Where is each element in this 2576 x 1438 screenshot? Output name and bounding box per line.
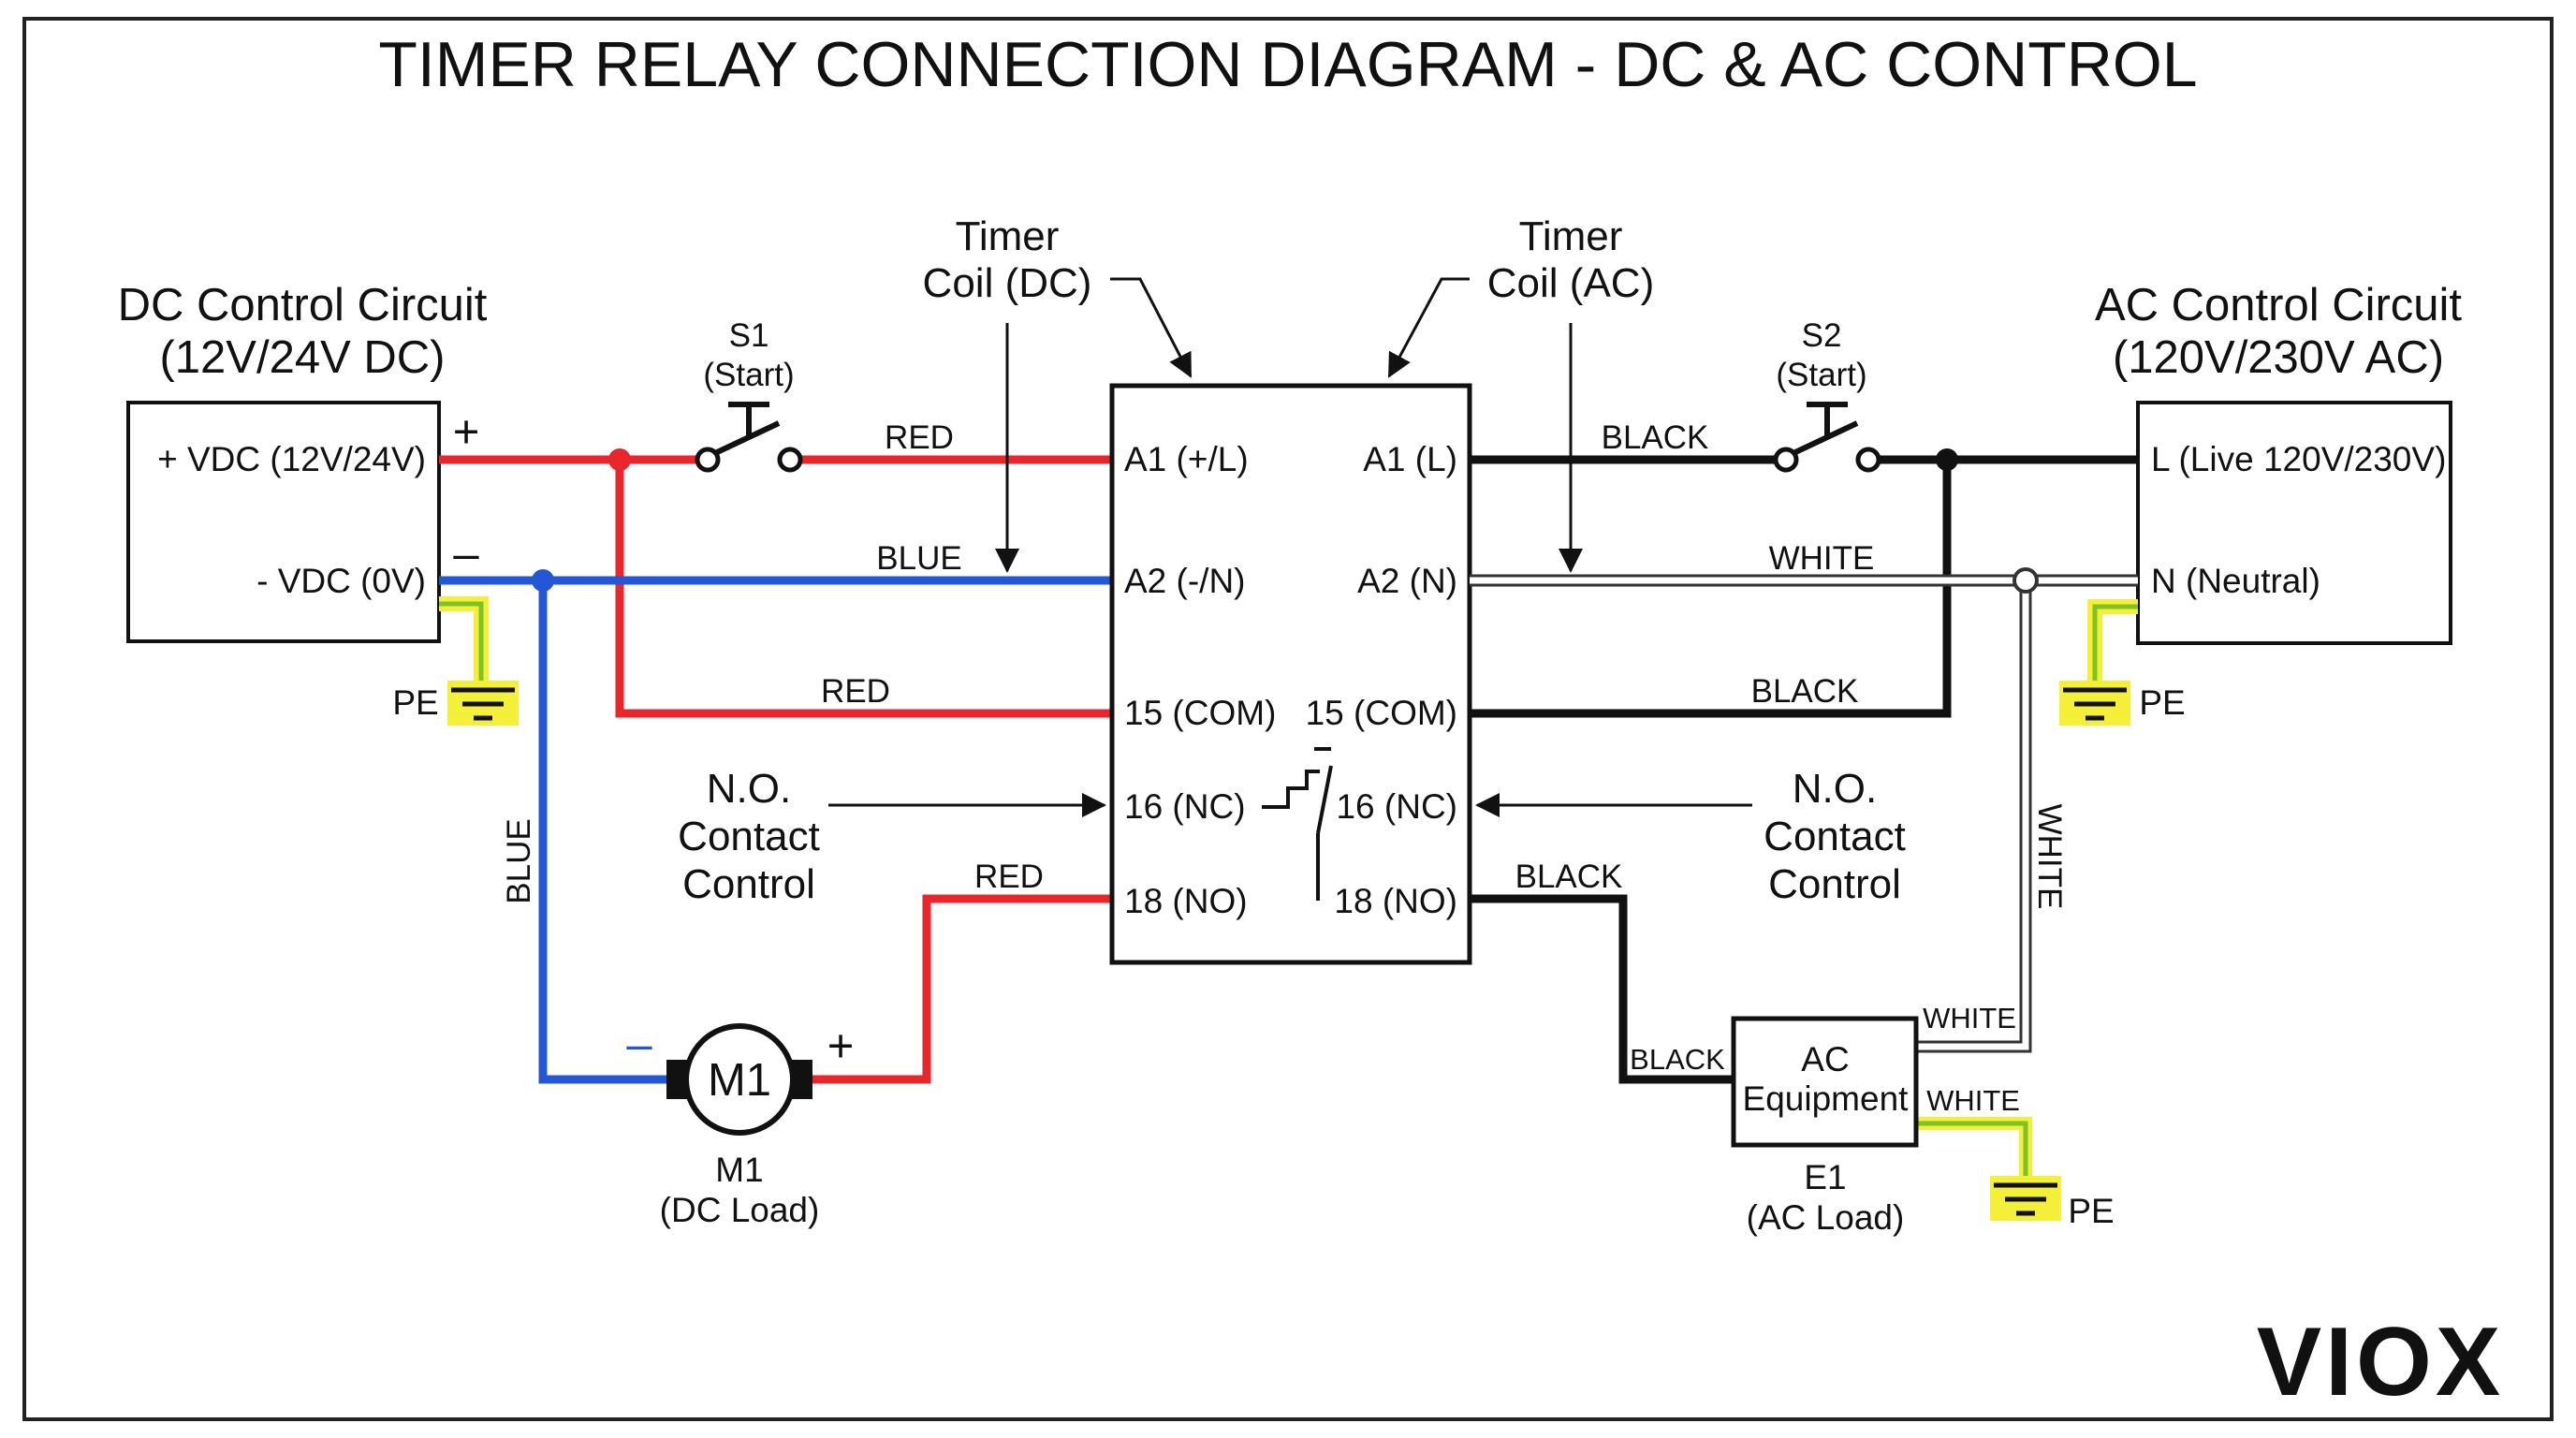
relay-left-18: 18 (NO) bbox=[1124, 882, 1248, 920]
motor-name: M1 bbox=[715, 1151, 763, 1189]
ac-black-label-com: BLACK bbox=[1751, 673, 1859, 710]
ac-load-box bbox=[1731, 1016, 1919, 1148]
ac-black-label-load: BLACK bbox=[1630, 1043, 1725, 1076]
no-left-callout-line3: Control bbox=[682, 861, 815, 907]
ac-load-box-line1: AC bbox=[1801, 1040, 1849, 1078]
diagram-title: TIMER RELAY CONNECTION DIAGRAM - DC & AC… bbox=[378, 29, 2197, 100]
dc-circuit-subtitle: (12V/24V DC) bbox=[159, 332, 445, 383]
dc-terminal-negative: - VDC (0V) bbox=[256, 562, 426, 600]
ac-white-label-load-pe: WHITE bbox=[1926, 1084, 2020, 1117]
coil-dc-callout-line2: Coil (DC) bbox=[923, 260, 1092, 306]
coil-dc-callout-line1: Timer bbox=[956, 213, 1060, 259]
ac-terminal-neutral: N (Neutral) bbox=[2151, 562, 2320, 600]
motor-minus-sign: – bbox=[626, 1020, 652, 1070]
ac-load-box-line2: Equipment bbox=[1743, 1079, 1910, 1118]
ac-earth-wire-green bbox=[2092, 604, 2138, 688]
dc-ground-icon bbox=[447, 681, 519, 726]
dc-red-label-no: RED bbox=[974, 858, 1044, 895]
dc-minus-sign: – bbox=[453, 529, 479, 580]
motor-desc: (DC Load) bbox=[660, 1191, 820, 1229]
dc-red-wire-to-com bbox=[615, 460, 1112, 718]
dc-pe-label: PE bbox=[392, 683, 438, 722]
ac-circuit-title: AC Control Circuit bbox=[2095, 280, 2462, 330]
relay-right-18: 18 (NO) bbox=[1334, 882, 1457, 920]
ac-pe-label: PE bbox=[2139, 683, 2185, 722]
s1-name: S1 bbox=[729, 317, 769, 354]
relay-right-15: 15 (COM) bbox=[1306, 694, 1457, 732]
s1-desc: (Start) bbox=[703, 357, 794, 393]
s2-switch-icon bbox=[1773, 402, 1881, 473]
coil-ac-callout-line2: Coil (AC) bbox=[1487, 260, 1654, 306]
timer-relay-box bbox=[1109, 383, 1472, 965]
ac-earth-wire-yellow bbox=[2087, 599, 2138, 688]
ac-terminal-live: L (Live 120V/230V) bbox=[2151, 440, 2446, 478]
ac-white-label-vertical: WHITE bbox=[2031, 804, 2068, 910]
ac-white-junction bbox=[2012, 567, 2039, 594]
ac-load-pe-label: PE bbox=[2068, 1192, 2114, 1230]
coil-dc-pointer-box bbox=[1110, 277, 1193, 378]
coil-ac-callout-line1: Timer bbox=[1519, 213, 1623, 259]
no-right-callout-line2: Contact bbox=[1764, 814, 1906, 859]
relay-left-a2: A2 (-/N) bbox=[1124, 562, 1246, 600]
no-left-callout-line2: Contact bbox=[678, 814, 820, 859]
no-right-callout-line3: Control bbox=[1768, 861, 1901, 907]
ac-load-earth-wire-green bbox=[1916, 1121, 2028, 1181]
dc-supply-box bbox=[126, 401, 441, 643]
ac-load-earth-wire-yellow bbox=[1916, 1117, 2032, 1181]
dc-blue-wire-to-motor bbox=[538, 580, 674, 1084]
ac-white-label-load-top: WHITE bbox=[1923, 1002, 2016, 1034]
ac-white-label: WHITE bbox=[1769, 540, 1875, 577]
ac-load-ground-icon bbox=[1990, 1176, 2061, 1221]
s1-switch-icon bbox=[695, 402, 803, 473]
ac-supply-box bbox=[2136, 401, 2452, 645]
no-left-callout-line1: N.O. bbox=[707, 766, 791, 812]
dc-red-label-top: RED bbox=[885, 419, 954, 456]
no-right-callout-line1: N.O. bbox=[1793, 766, 1877, 812]
dc-blue-label: BLUE bbox=[876, 540, 961, 577]
relay-right-16: 16 (NC) bbox=[1336, 787, 1457, 826]
ac-black-wire-no-to-load bbox=[1470, 894, 1734, 1084]
dc-terminal-positive: + VDC (12V/24V) bbox=[157, 440, 426, 478]
relay-right-a1: A1 (L) bbox=[1363, 440, 1457, 478]
dc-plus-sign: + bbox=[453, 407, 480, 458]
ac-black-junction bbox=[1936, 448, 1958, 471]
dc-earth-wire-yellow bbox=[439, 596, 489, 688]
dc-earth-wire-green bbox=[439, 601, 484, 688]
ac-black-label-no: BLACK bbox=[1515, 858, 1623, 895]
motor-plus-sign: + bbox=[827, 1021, 855, 1072]
relay-left-16: 16 (NC) bbox=[1124, 787, 1246, 826]
relay-left-15: 15 (COM) bbox=[1124, 694, 1276, 732]
viox-logo: VIOX bbox=[2257, 1308, 2505, 1416]
dc-red-junction bbox=[608, 448, 631, 471]
ac-load-name: E1 bbox=[1804, 1158, 1846, 1196]
ac-black-wire-to-com bbox=[1470, 460, 1952, 718]
dc-blue-label-vertical: BLUE bbox=[501, 818, 537, 903]
relay-left-a1: A1 (+/L) bbox=[1124, 440, 1249, 478]
dc-circuit-title: DC Control Circuit bbox=[118, 280, 488, 330]
dc-red-label-com: RED bbox=[821, 673, 890, 710]
relay-contact-symbol bbox=[1262, 747, 1333, 901]
dc-red-wire-no-to-motor bbox=[805, 894, 1112, 1084]
motor-symbol: M1 bbox=[708, 1055, 771, 1106]
dc-blue-junction bbox=[532, 569, 554, 592]
s2-desc: (Start) bbox=[1776, 357, 1866, 393]
ac-black-label-top: BLACK bbox=[1602, 419, 1709, 456]
motor-m1-icon bbox=[666, 1023, 812, 1136]
ac-load-desc: (AC Load) bbox=[1747, 1198, 1905, 1237]
diagram-frame bbox=[22, 17, 2554, 1421]
ac-circuit-subtitle: (120V/230V AC) bbox=[2113, 332, 2444, 383]
s2-name: S2 bbox=[1802, 317, 1842, 354]
relay-right-a2: A2 (N) bbox=[1357, 562, 1457, 600]
ac-ground-icon bbox=[2059, 681, 2130, 726]
coil-ac-pointer-box bbox=[1387, 277, 1470, 378]
